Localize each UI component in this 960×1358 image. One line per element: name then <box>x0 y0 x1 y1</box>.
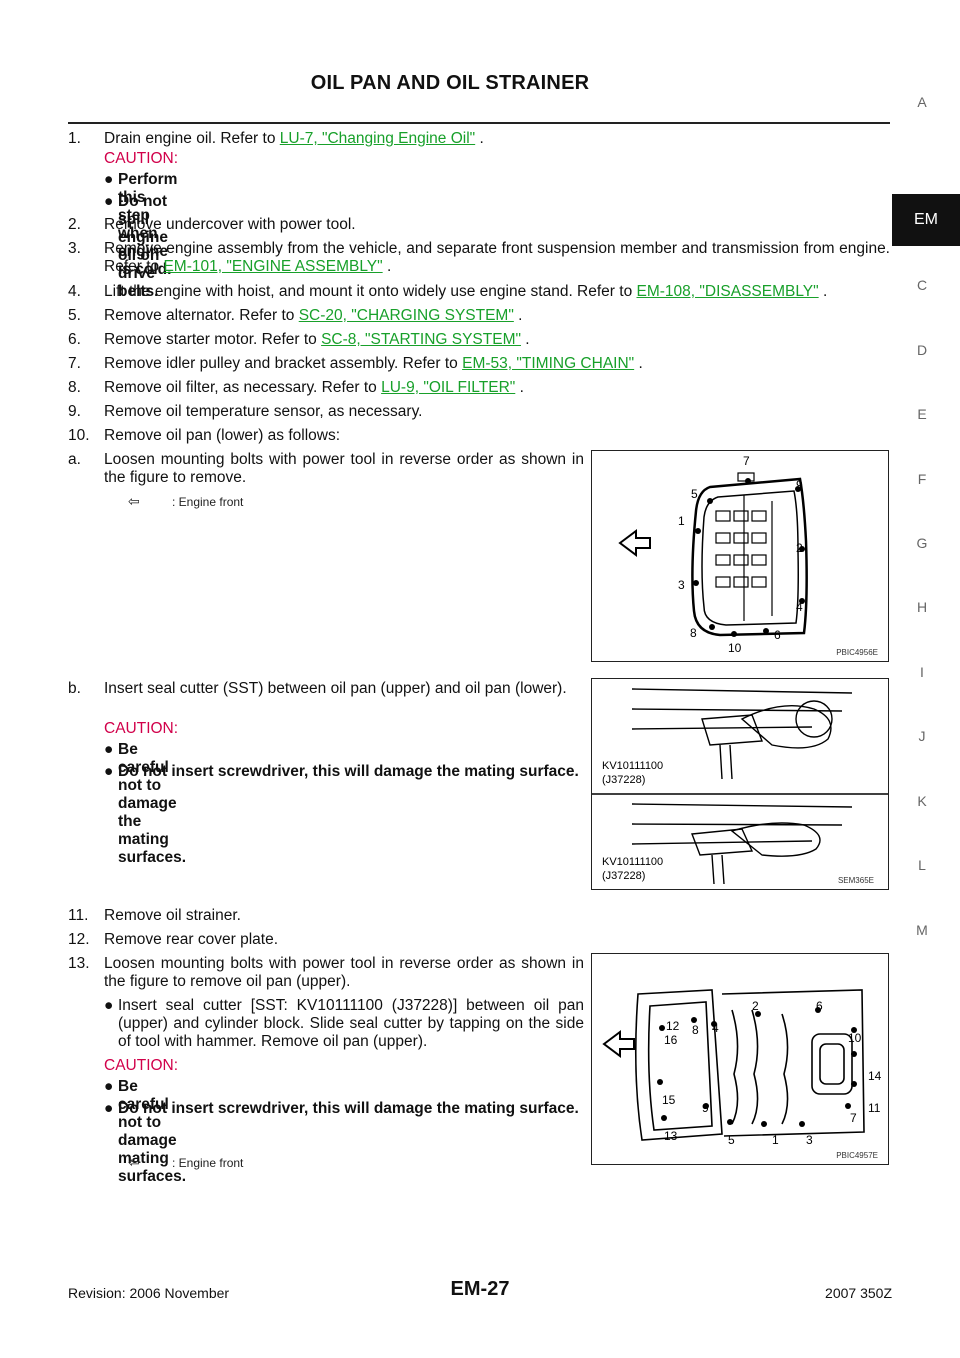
engine-front-arrow-icon <box>602 1030 635 1058</box>
caution-label: CAUTION: <box>104 150 179 167</box>
figure-code: SEM365E <box>837 876 874 885</box>
tab-f[interactable]: F <box>917 471 927 487</box>
step-text: Drain engine oil. Refer to LU-7, "Changi… <box>104 130 484 147</box>
bolt-label: 4 <box>712 1021 719 1035</box>
bolt-label: 7 <box>743 454 750 468</box>
link-engine-assembly[interactable]: EM-101, "ENGINE ASSEMBLY" <box>163 258 383 275</box>
bolt-label: 1 <box>678 514 685 528</box>
seal-cutter-diagram: KV10111100 (J37228) KV10111100 (J37228) <box>592 688 888 885</box>
tab-e[interactable]: E <box>917 406 927 422</box>
tab-j[interactable]: J <box>918 728 926 744</box>
tab-h[interactable]: H <box>916 599 928 615</box>
oil-pan-lower-diagram: 7 5 9 1 2 3 4 8 6 10 <box>618 454 808 655</box>
tool-number: KV10111100 <box>602 760 663 772</box>
tab-k[interactable]: K <box>917 793 927 809</box>
tool-number: KV10111100 <box>602 856 663 868</box>
figure-code: PBIC4956E <box>836 648 878 657</box>
footer-revision: Revision: 2006 November <box>68 1285 230 1301</box>
tab-i[interactable]: I <box>920 664 924 680</box>
tool-number: (J37228) <box>602 870 645 882</box>
bolt-label: 3 <box>678 578 685 592</box>
step-number: 1. <box>68 130 81 147</box>
bolt-label: 9 <box>702 1101 709 1115</box>
tab-d[interactable]: D <box>916 342 928 358</box>
link-starting-system[interactable]: SC-8, "STARTING SYSTEM" <box>321 331 521 348</box>
bolt-label: 10 <box>728 641 742 655</box>
tab-c[interactable]: C <box>916 277 928 293</box>
footer-model: 2007 350Z <box>825 1285 892 1301</box>
tab-a[interactable]: A <box>917 94 927 110</box>
footer-page-number: EM-27 <box>450 1278 510 1300</box>
bolt-label: 16 <box>664 1033 678 1047</box>
bolt-label: 11 <box>868 1101 881 1115</box>
link-disassembly[interactable]: EM-108, "DISASSEMBLY" <box>636 283 819 300</box>
figure-code: PBIC4957E <box>836 1151 878 1160</box>
legend-engine-front: : Engine front <box>172 1156 244 1170</box>
bolt-label: 12 <box>666 1019 680 1033</box>
page-title: OIL PAN AND OIL STRAINER <box>310 72 590 94</box>
bolt-label: 4 <box>796 600 803 614</box>
caution-label: CAUTION: <box>104 720 179 737</box>
link-charging-system[interactable]: SC-20, "CHARGING SYSTEM" <box>298 307 514 324</box>
bolt-label: 3 <box>806 1133 813 1147</box>
caution-label: CAUTION: <box>104 1057 179 1074</box>
arrow-left-icon: ⇦ <box>128 1154 140 1170</box>
figure-oil-pan-lower: 7 5 9 1 2 3 4 8 6 10 PBIC4956E <box>591 450 889 662</box>
tab-em-active[interactable]: EM <box>892 194 960 246</box>
bolt-label: 1 <box>772 1133 779 1147</box>
engine-front-arrow-icon <box>618 529 651 557</box>
figure-oil-pan-upper: 2 6 12 8 4 16 10 14 11 15 9 7 13 5 1 3 P… <box>591 953 889 1165</box>
bolt-label: 8 <box>690 626 697 640</box>
bolt-label: 7 <box>850 1111 857 1125</box>
bolt-label: 2 <box>752 999 759 1013</box>
bolt-label: 9 <box>796 478 803 492</box>
oil-pan-upper-diagram: 2 6 12 8 4 16 10 14 11 15 9 7 13 5 1 3 <box>602 989 882 1147</box>
tab-m[interactable]: M <box>916 922 928 938</box>
arrow-left-icon: ⇦ <box>128 493 140 509</box>
bolt-label: 15 <box>662 1093 676 1107</box>
bolt-label: 14 <box>868 1069 882 1083</box>
link-changing-engine-oil[interactable]: LU-7, "Changing Engine Oil" <box>279 130 476 147</box>
bolt-label: 6 <box>816 999 823 1013</box>
link-timing-chain[interactable]: EM-53, "TIMING CHAIN" <box>462 355 635 372</box>
bolt-label: 5 <box>691 487 698 501</box>
bolt-label: 8 <box>692 1023 699 1037</box>
link-oil-filter[interactable]: LU-9, "OIL FILTER" <box>381 379 516 396</box>
bolt-label: 2 <box>796 541 803 555</box>
bolt-label: 6 <box>774 628 781 642</box>
figure-seal-cutter: KV10111100 (J37228) KV10111100 (J37228) … <box>591 678 889 890</box>
tab-l[interactable]: L <box>918 857 926 873</box>
tool-number: (J37228) <box>602 774 645 786</box>
tab-g[interactable]: G <box>916 535 928 551</box>
legend-engine-front: : Engine front <box>172 495 244 509</box>
title-rule <box>68 122 890 124</box>
bolt-label: 13 <box>664 1129 678 1143</box>
bolt-label: 10 <box>848 1031 862 1045</box>
bolt-label: 5 <box>728 1133 735 1147</box>
